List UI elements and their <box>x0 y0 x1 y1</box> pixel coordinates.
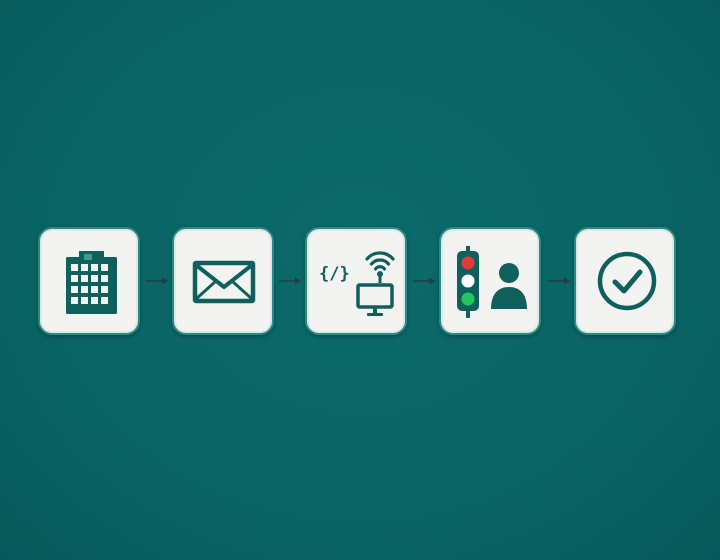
person-icon <box>491 263 527 309</box>
connector-arrow <box>279 276 301 286</box>
code-icon: {/} <box>319 264 350 284</box>
monitor-icon <box>356 283 394 316</box>
step-approval-card <box>439 227 541 335</box>
connector-arrow <box>548 276 570 286</box>
wifi-icon <box>365 251 395 271</box>
step-tech-card: {/} <box>305 227 407 335</box>
check-circle-icon <box>597 251 657 311</box>
traffic-light-icon <box>457 246 479 318</box>
building-icon <box>66 251 117 314</box>
step-email-card <box>172 227 274 335</box>
connector-arrow <box>413 276 435 286</box>
step-complete-card <box>574 227 676 335</box>
step-building-card <box>38 227 140 335</box>
connector-arrow <box>146 276 168 286</box>
envelope-icon <box>192 260 256 304</box>
